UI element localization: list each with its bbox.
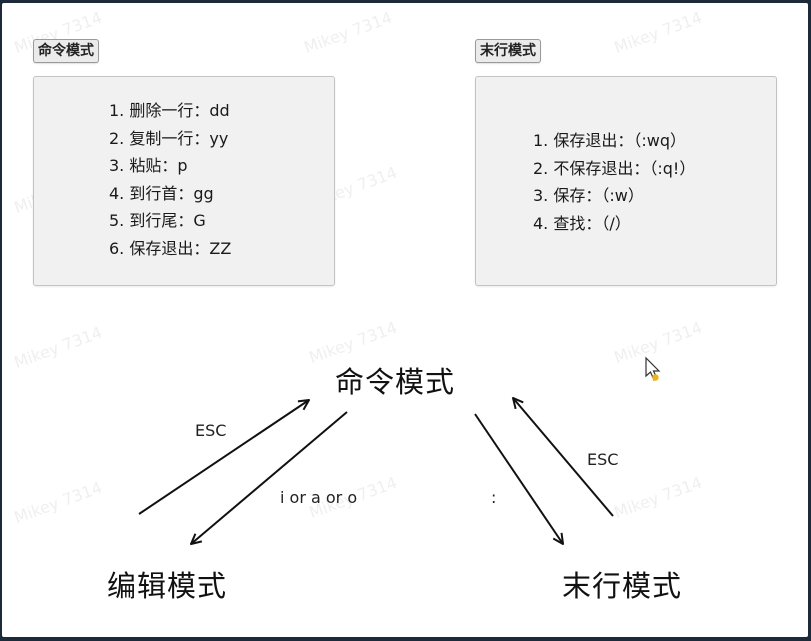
lastline-panel-title: 末行模式 xyxy=(475,39,541,63)
command-item-copy-line: 2. 复制一行：yy xyxy=(109,128,229,148)
command-panel: 1. 删除一行：dd 2. 复制一行：yy 3. 粘贴：p 4. 到行首：gg … xyxy=(33,76,335,286)
lastline-panel: 1. 保存退出：（:wq） 2. 不保存退出：（:q!） 3. 保存：（:w） … xyxy=(475,76,777,286)
mouse-cursor-icon xyxy=(645,356,661,381)
command-panel-title: 命令模式 xyxy=(33,39,99,63)
node-edit-mode: 编辑模式 xyxy=(107,569,228,603)
command-item-goto-top: 4. 到行首：gg xyxy=(109,183,214,203)
lastline-list: 1. 保存退出：（:wq） 2. 不保存退出：（:q!） 3. 保存：（:w） … xyxy=(533,127,695,237)
arrow-command-to-lastline xyxy=(474,413,563,544)
lastline-item-save: 3. 保存：（:w） xyxy=(533,186,644,205)
lastline-item-search: 4. 查找：（/） xyxy=(533,213,631,233)
arrow-lastline-to-command xyxy=(513,398,614,517)
lastline-item-save-quit: 1. 保存退出：（:wq） xyxy=(533,131,686,150)
lastline-item-quit-nosave: 2. 不保存退出：（:q!） xyxy=(533,158,696,178)
arrow-edit-to-command xyxy=(138,400,309,515)
slide: Mikey 7314 Mikey 7314 Mikey 7314 Mikey 7… xyxy=(2,3,808,637)
arrows-layer xyxy=(138,3,614,637)
edge-label-edit-to-command: ESC xyxy=(195,421,227,440)
edge-label-lastline-to-command: ESC xyxy=(587,450,619,469)
arrow-command-to-edit xyxy=(191,411,348,544)
command-list: 1. 删除一行：dd 2. 复制一行：yy 3. 粘贴：p 4. 到行首：gg … xyxy=(109,97,231,262)
edge-label-command-to-edit: i or a or o xyxy=(280,488,358,507)
node-lastline-mode: 末行模式 xyxy=(562,569,683,603)
command-item-delete-line: 1. 删除一行：dd xyxy=(109,101,230,120)
command-item-save-quit: 6. 保存退出：ZZ xyxy=(109,238,232,258)
edge-label-command-to-lastline: : xyxy=(491,488,497,507)
command-item-goto-bottom: 5. 到行尾：G xyxy=(109,211,206,230)
node-command-mode: 命令模式 xyxy=(335,365,456,399)
command-item-paste: 3. 粘贴：p xyxy=(109,156,188,175)
